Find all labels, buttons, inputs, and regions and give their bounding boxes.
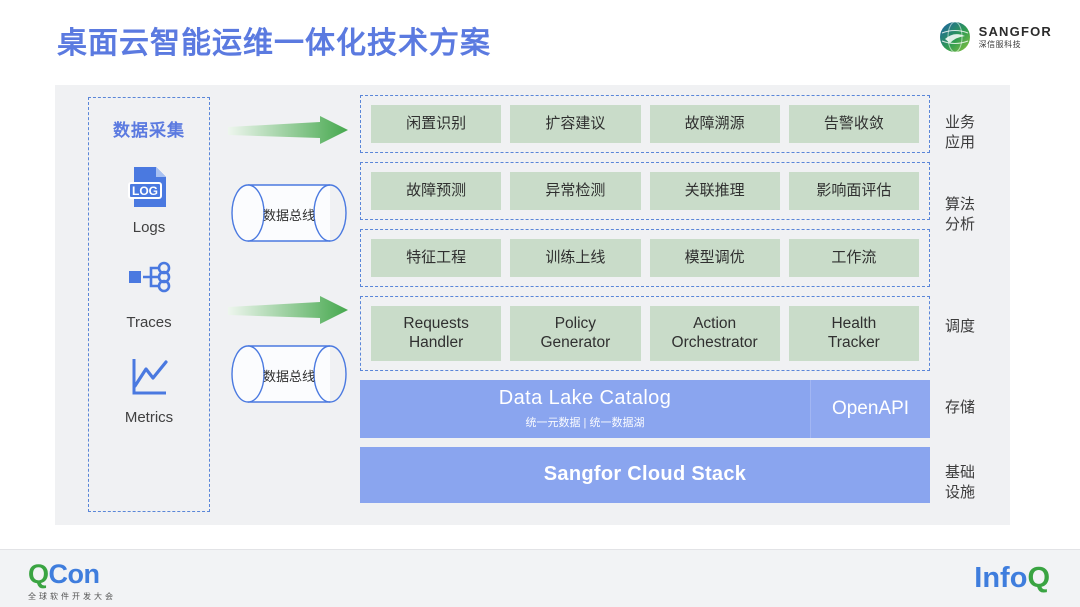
stack-row-business: 闲置识别 扩容建议 故障溯源 告警收敛 [360, 95, 930, 153]
sangfor-brand: SANGFOR 深信服科技 [938, 20, 1052, 54]
stack-row-algorithm-1: 故障预测 异常检测 关联推理 影响面评估 [360, 162, 930, 220]
layer-label-storage: 存储 [945, 399, 976, 416]
stack-cell[interactable]: 特征工程 [371, 239, 502, 277]
infoq-q: Q [1027, 562, 1050, 594]
metrics-chart-icon [122, 351, 176, 403]
page-title: 桌面云智能运维一体化技术方案 [57, 27, 491, 60]
qcon-logo: QCon 全球软件开发大会 [28, 561, 116, 602]
infoq-logo: InfoQ [974, 564, 1050, 593]
qcon-subtitle: 全球软件开发大会 [28, 592, 116, 601]
data-collection-panel: 数据采集 LOG Logs [88, 97, 210, 512]
sangfor-globe-icon [938, 20, 972, 54]
layer-labels: 业务 应用 算法 分析 调度 存储 基础 设施 [945, 95, 1011, 515]
catalog-main: Data Lake Catalog 统一元数据 | 统一数据湖 [360, 380, 810, 438]
stack-row-algorithm-2: 特征工程 训练上线 模型调优 工作流 [360, 229, 930, 287]
layer-label-business: 业务 应用 [945, 114, 976, 151]
collect-label-metrics: Metrics [124, 409, 174, 426]
openapi-panel[interactable]: OpenAPI [810, 379, 930, 438]
brand-name: SANGFOR [978, 24, 1052, 39]
layer-label-scheduling: 调度 [945, 318, 976, 335]
stack-cell[interactable]: Health Tracker [788, 306, 919, 361]
layer-label-algorithm: 算法 分析 [945, 196, 976, 233]
collect-item-metrics: Metrics [122, 351, 176, 426]
data-bus-label-1: 数据总线 [262, 208, 315, 223]
stack-cell[interactable]: 关联推理 [649, 172, 780, 210]
collect-label-traces: Traces [126, 314, 172, 331]
architecture-card: 数据采集 LOG Logs [55, 85, 1010, 525]
data-bus-cylinder-icon [230, 183, 348, 243]
stack-cell[interactable]: Action Orchestrator [649, 306, 780, 361]
data-bus-cylinder-icon-2 [230, 344, 348, 404]
stack-cell[interactable]: 工作流 [788, 239, 919, 277]
collect-item-logs: LOG Logs [122, 161, 176, 236]
qcon-wordmark: QCon [28, 561, 116, 588]
trace-tree-icon [122, 256, 176, 308]
infoq-info: Info [974, 562, 1028, 594]
data-bus-column: 数据总线 [223, 97, 355, 512]
stack-cell[interactable]: 告警收敛 [788, 105, 919, 143]
brand-subtitle: 深信服科技 [978, 40, 1022, 49]
stack-cell[interactable]: Requests Handler [371, 306, 502, 361]
stack-cell[interactable]: 模型调优 [649, 239, 780, 277]
catalog-subtitle: 统一元数据 | 统一数据湖 [525, 417, 645, 430]
qcon-con: Con [48, 559, 100, 589]
data-collection-title: 数据采集 [113, 121, 185, 140]
sangfor-cloud-stack-bar[interactable]: Sangfor Cloud Stack [360, 446, 930, 503]
stack-cell[interactable]: 扩容建议 [510, 105, 641, 143]
stack-cell[interactable]: 故障预测 [371, 172, 502, 210]
stack-cell[interactable]: 影响面评估 [788, 172, 919, 210]
data-bus-label-2: 数据总线 [262, 369, 315, 384]
green-gradient-arrow-icon [228, 115, 350, 149]
qcon-q: Q [28, 559, 49, 589]
stack-cell[interactable]: 训练上线 [510, 239, 641, 277]
slide-footer: QCon 全球软件开发大会 InfoQ [0, 549, 1080, 607]
stack-cell[interactable]: 闲置识别 [371, 105, 502, 143]
green-gradient-arrow-icon-2 [228, 295, 350, 329]
collect-item-traces: Traces [122, 256, 176, 331]
svg-text:LOG: LOG [132, 184, 158, 198]
stack-cell[interactable]: 异常检测 [510, 172, 641, 210]
capability-stack: 闲置识别 扩容建议 故障溯源 告警收敛 故障预测 异常检测 关联推理 影响面评估… [360, 95, 930, 503]
data-lake-catalog-bar[interactable]: Data Lake Catalog 统一元数据 | 统一数据湖 OpenAPI [360, 379, 930, 438]
log-file-icon: LOG [122, 161, 176, 213]
stack-cell[interactable]: 故障溯源 [649, 105, 780, 143]
slide-header: 桌面云智能运维一体化技术方案 [0, 0, 1080, 80]
stack-row-scheduling: Requests Handler Policy Generator Action… [360, 296, 930, 371]
collect-label-logs: Logs [132, 219, 166, 236]
stack-cell[interactable]: Policy Generator [510, 306, 641, 361]
catalog-title: Data Lake Catalog [498, 387, 672, 410]
layer-label-infrastructure: 基础 设施 [945, 464, 976, 501]
